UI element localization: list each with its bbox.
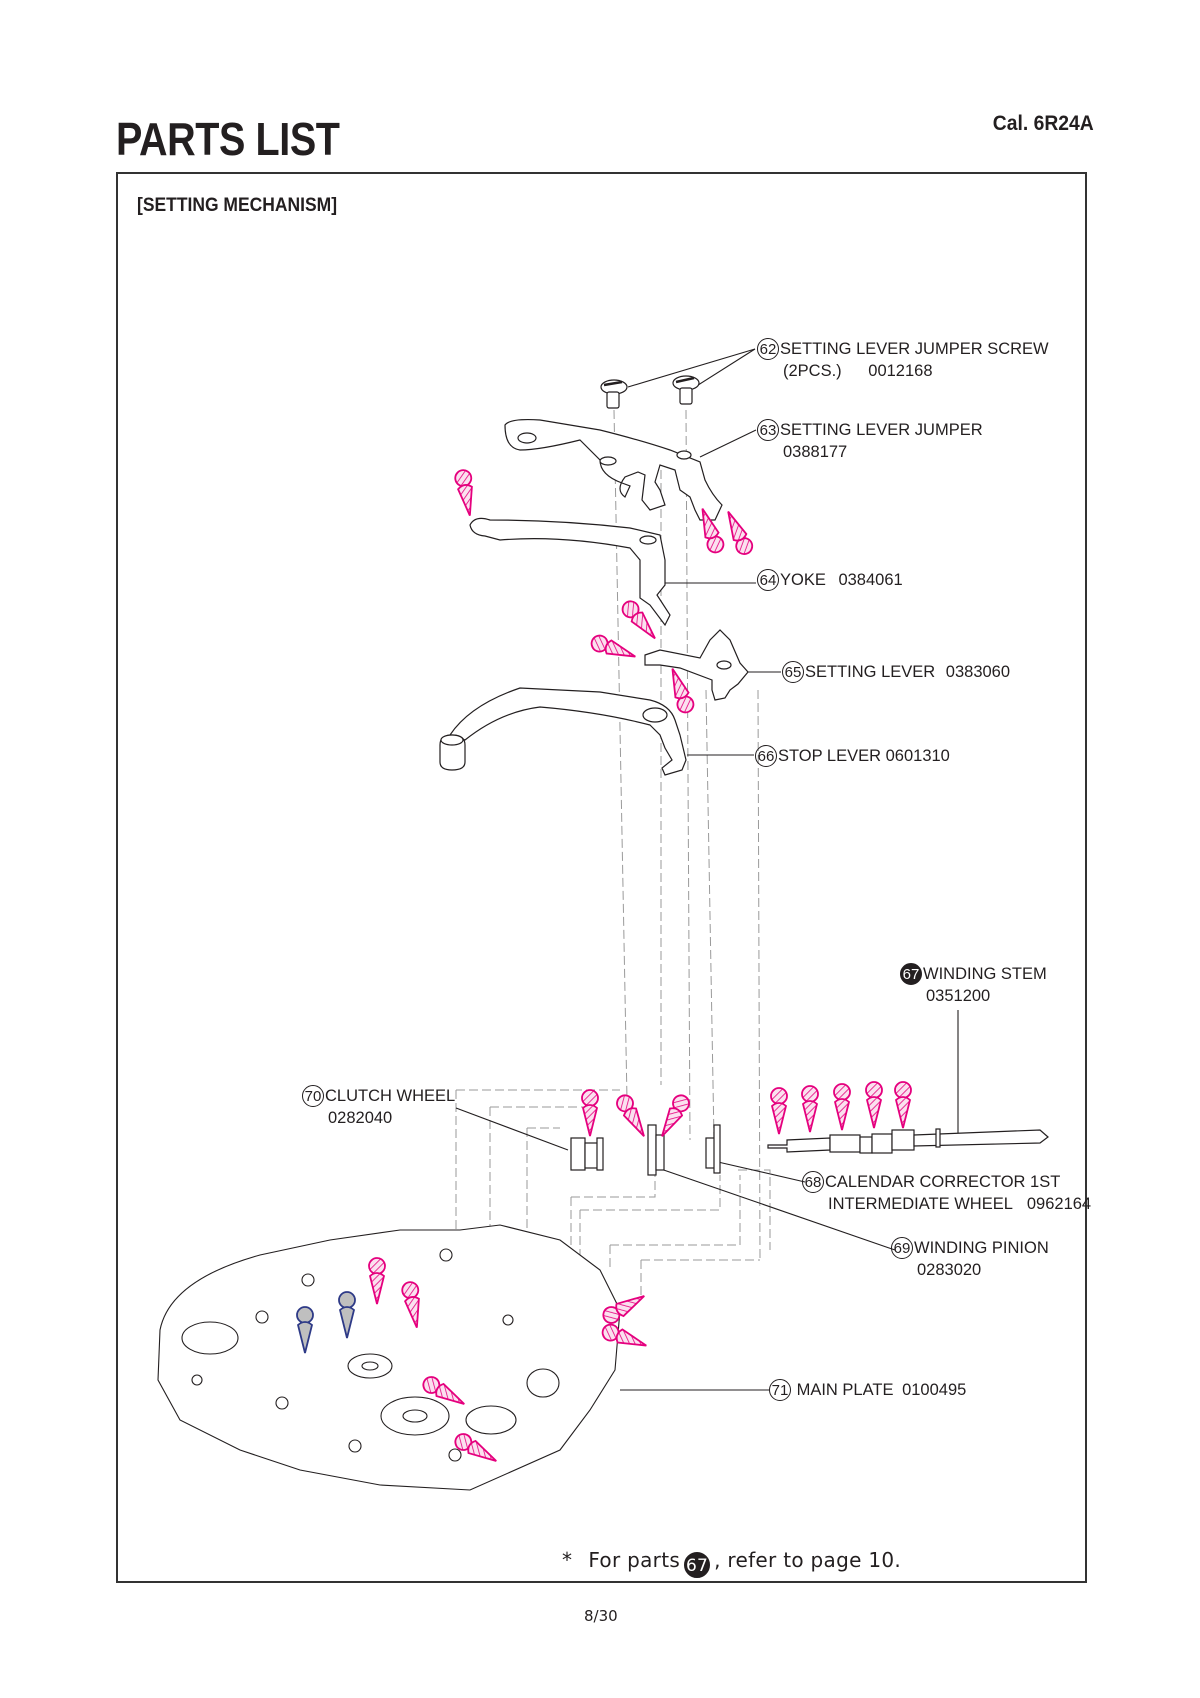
oil-drop-icon bbox=[401, 1281, 420, 1328]
oil-drop-icon bbox=[454, 469, 473, 516]
part-name: WINDING PINION bbox=[914, 1239, 1049, 1257]
oil-drop-icon bbox=[581, 1089, 599, 1137]
oil-drop-icon bbox=[602, 1295, 645, 1324]
part-name: STOP LEVER bbox=[778, 747, 882, 765]
oil-drop-icon bbox=[621, 600, 656, 640]
part-code: 0601310 bbox=[885, 747, 950, 765]
footnote-suffix: , refer to page 10. bbox=[714, 1548, 902, 1572]
part-name: YOKE bbox=[780, 571, 826, 589]
footnote-part-badge: 67 bbox=[684, 1552, 711, 1578]
part-qty: (2PCS.) bbox=[783, 362, 842, 380]
oil-drop-icon bbox=[368, 1257, 386, 1305]
part-name: SETTING LEVER bbox=[805, 663, 936, 681]
part-name: CLUTCH WHEEL bbox=[325, 1087, 456, 1105]
part-number-badge: 67 bbox=[900, 963, 922, 985]
oil-drop-icon bbox=[454, 1433, 497, 1462]
setting-lever bbox=[644, 629, 749, 701]
part-code: 0100495 bbox=[902, 1381, 967, 1399]
setting-lever-jumper-screws bbox=[600, 375, 700, 409]
part-number-badge: 64 bbox=[757, 569, 779, 591]
part-name: SETTING LEVER JUMPER bbox=[780, 421, 983, 439]
oil-drop-icon bbox=[727, 511, 754, 555]
oil-drop-icon bbox=[616, 1094, 645, 1137]
winding-pinion bbox=[647, 1124, 665, 1176]
caliber-label: Cal. 6R24A bbox=[993, 112, 1094, 135]
oil-drop-icon bbox=[894, 1081, 912, 1129]
part-code: 0383060 bbox=[945, 663, 1011, 681]
grease-drop-icon bbox=[338, 1291, 356, 1339]
oil-drop-icon bbox=[833, 1083, 851, 1131]
oil-drop-icon bbox=[865, 1081, 883, 1129]
part-code: 0962164 bbox=[1026, 1195, 1092, 1213]
leader-lines bbox=[455, 348, 959, 1391]
part-name: WINDING STEM bbox=[923, 965, 1047, 983]
winding-stem bbox=[767, 1128, 1049, 1154]
page-title: PARTS LIST bbox=[116, 113, 340, 165]
footnote-asterisk: * bbox=[562, 1548, 573, 1572]
footnote-prefix: For parts bbox=[588, 1548, 681, 1572]
part-name: MAIN PLATE bbox=[796, 1381, 894, 1399]
oil-drop-icon bbox=[671, 668, 695, 714]
grease-drop-icon bbox=[296, 1306, 314, 1354]
stop-lever bbox=[439, 687, 687, 776]
oil-drop-icon bbox=[770, 1087, 788, 1135]
grease-markers bbox=[296, 1291, 356, 1354]
oil-drop-icon bbox=[801, 1085, 819, 1133]
main-plate bbox=[157, 1224, 621, 1491]
part-number-badge: 65 bbox=[782, 661, 804, 683]
diagram-frame bbox=[116, 172, 1087, 1583]
part-code: 0388177 bbox=[783, 443, 848, 461]
section-title: [SETTING MECHANISM] bbox=[137, 195, 338, 216]
part-code: 0012168 bbox=[868, 362, 933, 380]
part-number-badge: 70 bbox=[302, 1085, 324, 1107]
oil-drop-icon bbox=[601, 1323, 647, 1347]
part-number-badge: 62 bbox=[757, 338, 779, 360]
calendar-corrector-wheel bbox=[705, 1124, 721, 1174]
oil-drop-icon bbox=[661, 1094, 690, 1137]
oil-drop-icon bbox=[590, 634, 636, 658]
part-name-line2: INTERMEDIATE WHEEL bbox=[828, 1195, 1013, 1213]
part-number-badge: 63 bbox=[757, 419, 779, 441]
part-code: 0351200 bbox=[926, 987, 991, 1005]
part-code: 0283020 bbox=[917, 1261, 982, 1279]
part-number-badge: 69 bbox=[891, 1237, 913, 1259]
part-code: 0384061 bbox=[838, 571, 903, 589]
part-name: SETTING LEVER JUMPER SCREW bbox=[780, 340, 1049, 358]
page-number: 8/30 bbox=[584, 1607, 618, 1625]
oil-drop-icon bbox=[422, 1376, 465, 1405]
clutch-wheel bbox=[570, 1137, 604, 1171]
part-code: 0282040 bbox=[328, 1109, 393, 1127]
part-number-badge: 66 bbox=[755, 745, 777, 767]
part-label-71: 71 MAIN PLATE 0100495 bbox=[769, 1379, 966, 1401]
oil-drop-icon bbox=[701, 508, 725, 554]
yoke bbox=[469, 517, 671, 627]
oil-markers bbox=[368, 469, 912, 1462]
part-number-badge: 71 bbox=[769, 1379, 791, 1401]
part-name: CALENDAR CORRECTOR 1ST bbox=[825, 1173, 1061, 1191]
setting-lever-jumper bbox=[504, 418, 723, 521]
part-number-badge: 68 bbox=[802, 1171, 824, 1193]
